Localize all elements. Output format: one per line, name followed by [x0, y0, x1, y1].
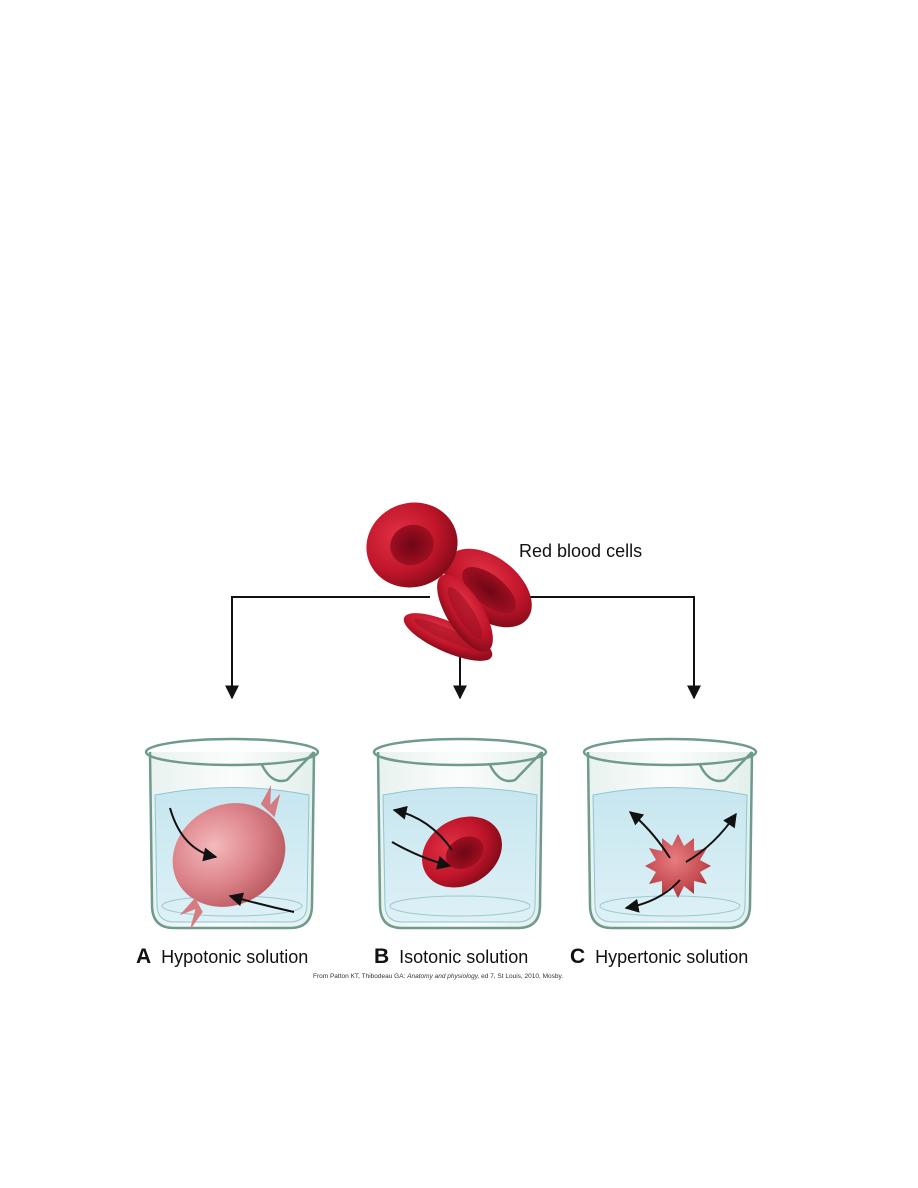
red-blood-cells-cluster — [354, 490, 546, 670]
red-blood-cells-label: Red blood cells — [519, 541, 642, 562]
panel-c-letter: C — [570, 945, 585, 968]
credit-prefix: From Patton KT, Thibodeau GA: — [313, 973, 405, 980]
panel-b-label: B Isotonic solution — [374, 945, 528, 969]
panel-b-text: Isotonic solution — [399, 947, 528, 967]
line-to-beaker-a — [232, 597, 430, 698]
panel-a-letter: A — [136, 945, 151, 968]
beaker-c — [584, 739, 756, 928]
beaker-a — [142, 739, 318, 933]
credit-book: Anatomy and physiology, — [407, 973, 479, 980]
beaker-b — [374, 739, 546, 928]
panel-b-letter: B — [374, 945, 389, 968]
panel-a-text: Hypotonic solution — [161, 947, 308, 967]
panel-c-text: Hypertonic solution — [595, 947, 748, 967]
source-credit: From Patton KT, Thibodeau GA: Anatomy an… — [313, 973, 563, 980]
panel-a-label: A Hypotonic solution — [136, 945, 308, 969]
credit-suffix: ed 7, St Louis, 2010, Mosby. — [481, 973, 563, 980]
panel-c-label: C Hypertonic solution — [570, 945, 748, 969]
